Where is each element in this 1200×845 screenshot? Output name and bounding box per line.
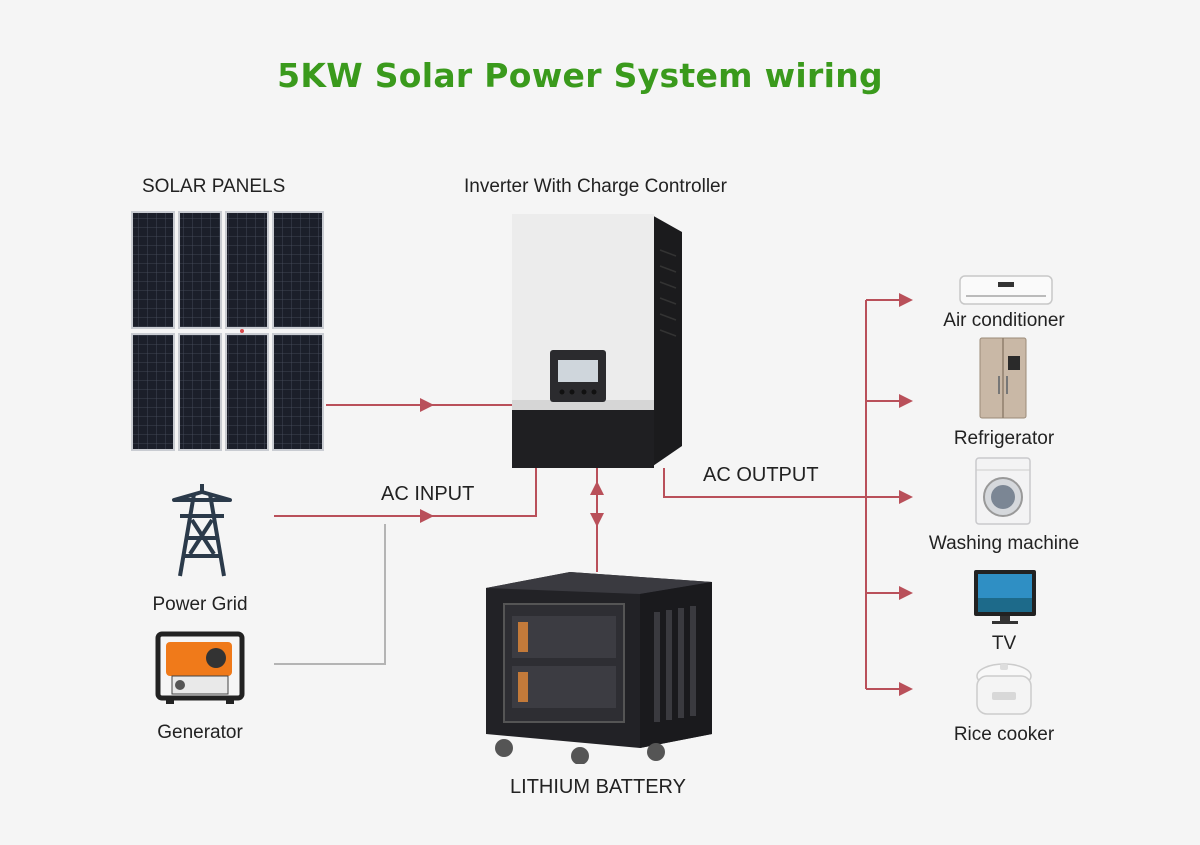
power-grid-tower-icon: [172, 484, 232, 577]
arrow-battery-up: [590, 481, 604, 495]
arrow-refrigerator: [899, 394, 913, 408]
ac-input-label: AC INPUT: [381, 483, 475, 505]
inverter-label: Inverter With Charge Controller: [464, 176, 727, 197]
solar-panels-image: [131, 211, 324, 451]
air-conditioner-icon: [959, 275, 1053, 305]
arrow-tv: [899, 586, 913, 600]
wire-generator: [274, 524, 386, 665]
rice-cooker-icon: [976, 663, 1032, 715]
tv-label: TV: [991, 633, 1017, 654]
air-conditioner-label: Air conditioner: [943, 310, 1065, 331]
rice-cooker-label: Rice cooker: [953, 724, 1055, 745]
ac-output-label: AC OUTPUT: [703, 464, 819, 486]
inverter-image: [512, 214, 682, 468]
lithium-battery-label: LITHIUM BATTERY: [510, 776, 686, 798]
solar-panels-label: SOLAR PANELS: [142, 176, 286, 197]
arrow-rice-cooker: [899, 682, 913, 696]
arrow-battery-down: [590, 513, 604, 527]
refrigerator-icon: [979, 337, 1027, 419]
generator-icon: [155, 631, 245, 704]
arrow-solar: [420, 398, 434, 412]
refrigerator-label: Refrigerator: [953, 428, 1055, 449]
arrow-ac-input: [420, 509, 434, 523]
arrow-washing-machine: [899, 490, 913, 504]
tv-icon: [974, 570, 1036, 624]
washing-machine-label: Washing machine: [928, 533, 1080, 554]
arrow-air-conditioner: [899, 293, 913, 307]
lithium-battery-image: [486, 572, 712, 764]
washing-machine-icon: [975, 457, 1031, 525]
power-grid-label: Power Grid: [152, 594, 248, 615]
diagram-title: 5KW Solar Power System wiring: [277, 56, 883, 95]
wire-ac-output: [663, 468, 866, 498]
generator-label: Generator: [157, 722, 243, 743]
